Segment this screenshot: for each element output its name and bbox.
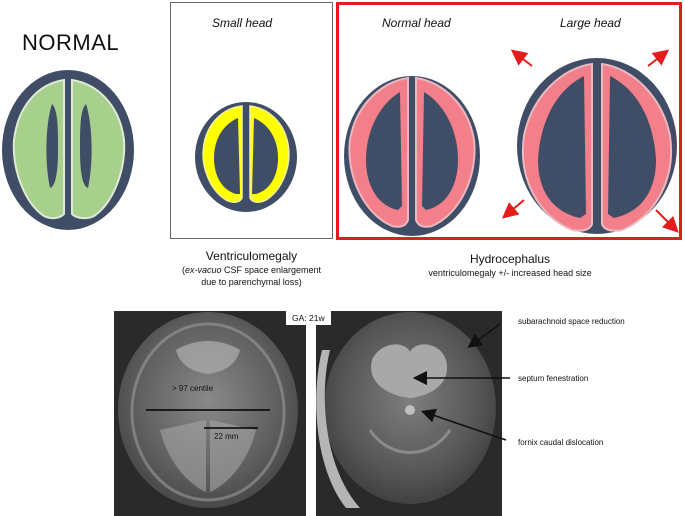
mri-image-axial bbox=[114, 311, 306, 516]
annotation-septum: septum fenestration bbox=[518, 374, 588, 383]
small-head-label: Small head bbox=[212, 16, 272, 30]
annotation-fornix: fornix caudal dislocation bbox=[518, 438, 603, 447]
normal-head-label: Normal head bbox=[382, 16, 451, 30]
ventriculomegaly-title: Ventriculomegaly bbox=[170, 249, 333, 263]
ex-vacuo-term: ex-vacuo bbox=[185, 265, 222, 275]
ventriculomegaly-line2: due to parenchymal loss) bbox=[201, 277, 302, 287]
normal-head-illustration bbox=[2, 70, 134, 230]
normal-title: NORMAL bbox=[22, 30, 119, 56]
ga-label: GA: 21w bbox=[286, 311, 331, 325]
measure-label: 22 mm bbox=[214, 432, 238, 441]
hydrocephalus-frame bbox=[336, 2, 682, 240]
mri-image-coronal bbox=[316, 311, 510, 516]
hydrocephalus-title: Hydrocephalus bbox=[400, 252, 620, 266]
ventriculomegaly-line1: CSF space enlargement bbox=[221, 265, 321, 275]
centile-label: > 97 centile bbox=[172, 384, 213, 393]
large-head-label: Large head bbox=[560, 16, 621, 30]
ventriculomegaly-caption: (ex-vacuo CSF space enlargement due to p… bbox=[160, 264, 343, 288]
hydrocephalus-subtitle: ventriculomegaly +/- increased head size bbox=[400, 267, 620, 279]
small-head-frame bbox=[170, 2, 333, 239]
annotation-subarachnoid: subarachnoid space reduction bbox=[518, 317, 625, 326]
